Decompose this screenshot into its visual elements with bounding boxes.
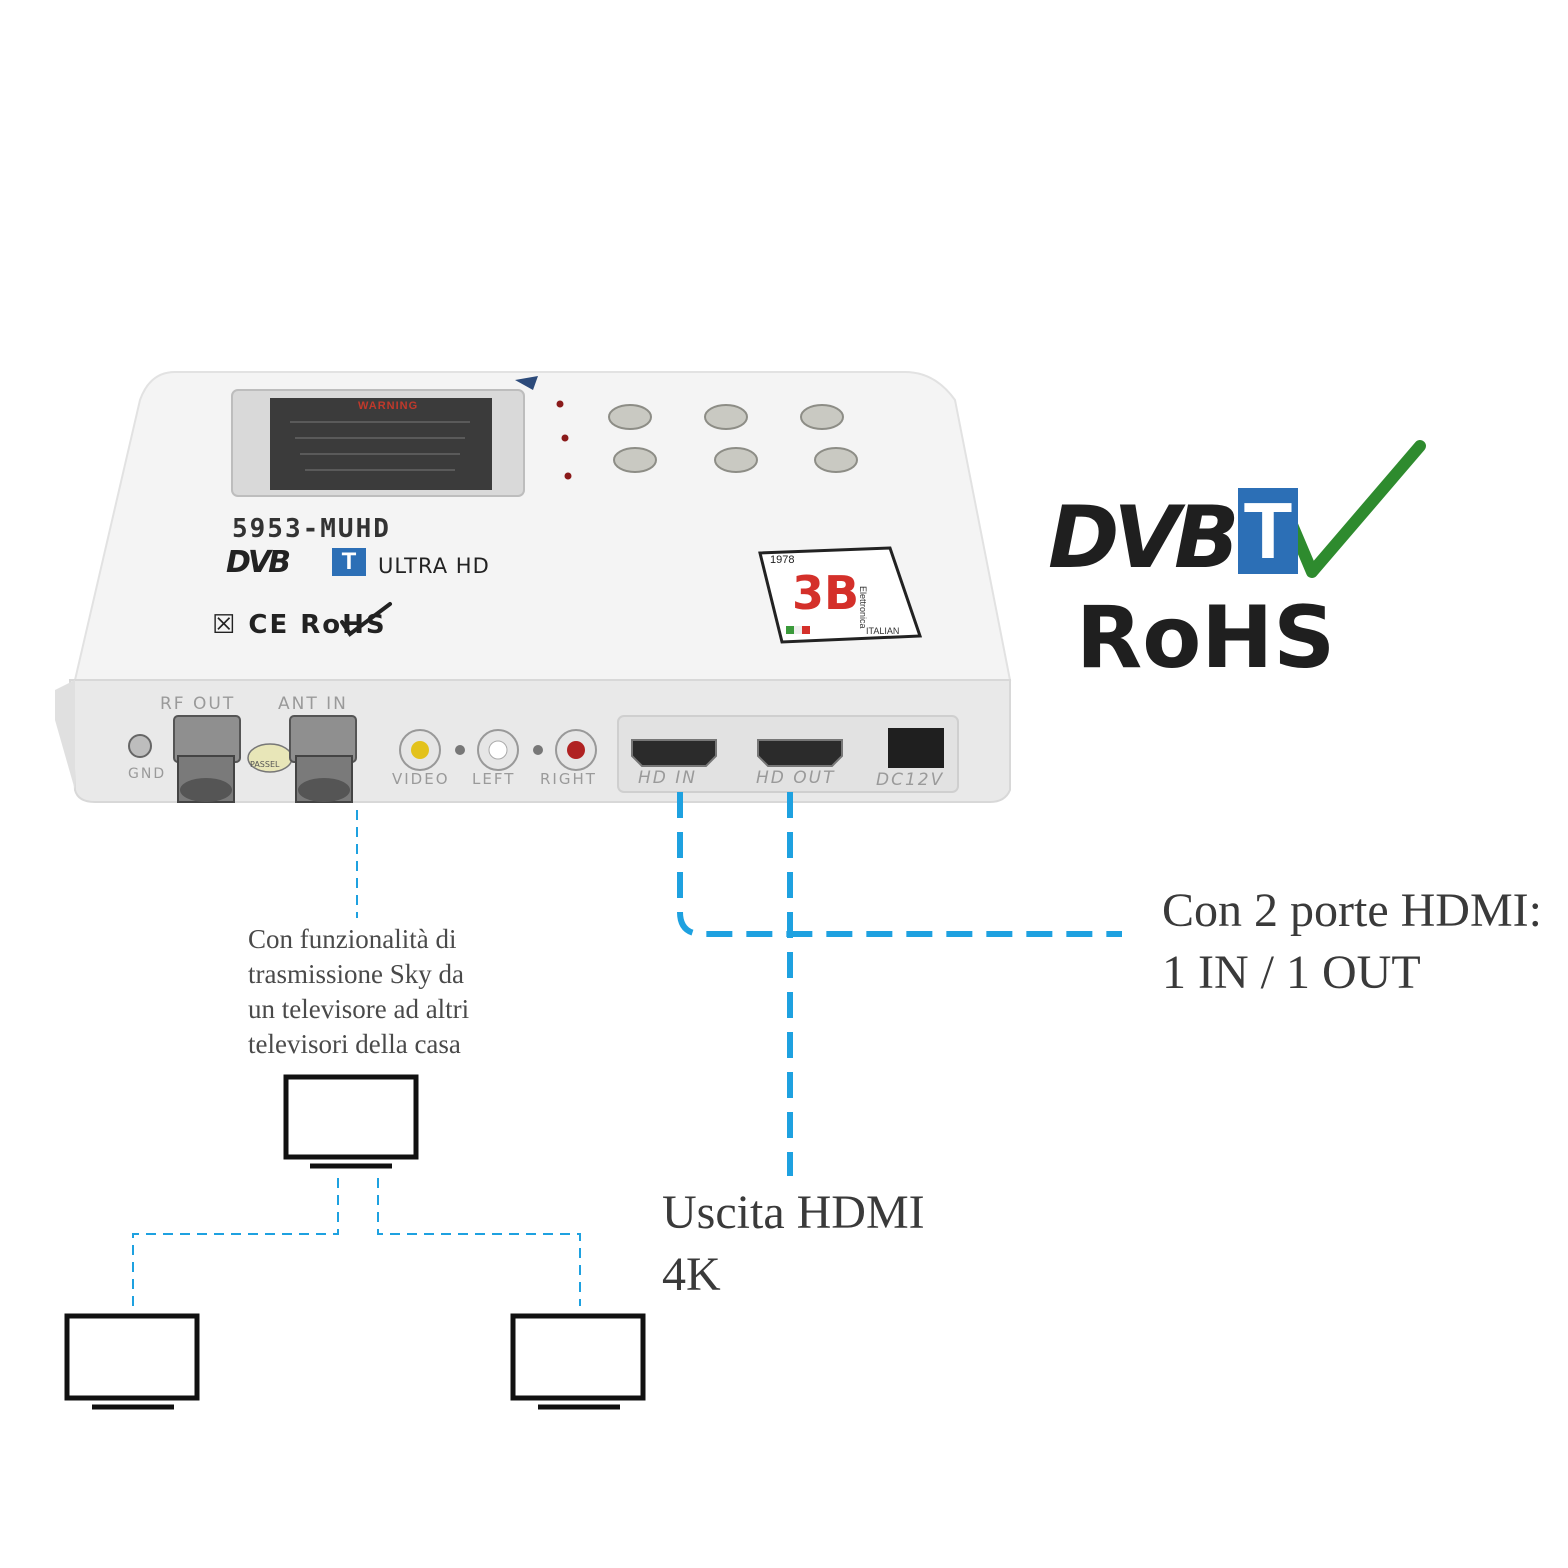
port-label-hd-out: HD OUT	[756, 768, 836, 788]
caption-line: Con 2 porte HDMI:	[1162, 884, 1542, 937]
port-label-hd-in: HD IN	[638, 768, 698, 788]
caption-line: Uscita HDMI	[662, 1186, 925, 1239]
port-label-passel: PASSEL	[250, 760, 280, 769]
caption-line: televisori della casa	[248, 1029, 461, 1059]
device-dvb-t-mark: T	[332, 548, 366, 576]
tv-link-left	[132, 1178, 339, 1306]
hdmi-in-port	[631, 739, 717, 767]
port-label-left: LEFT	[472, 770, 516, 788]
sky-distribution-caption: Con funzionalità di trasmissione Sky da …	[248, 922, 469, 1062]
ultra-hd-label: ULTRA HD	[378, 554, 490, 578]
port-label-right: RIGHT	[540, 770, 597, 788]
button-2	[704, 404, 748, 430]
rohs-logo-text: RoHS	[1076, 588, 1336, 688]
port-label-video: VIDEO	[392, 770, 450, 788]
tv-link-right	[377, 1178, 581, 1306]
led-2	[561, 434, 569, 442]
dc-power-jack	[888, 728, 944, 768]
port-label-rf-out: RF OUT	[160, 694, 236, 714]
port-label-gnd: GND	[128, 766, 167, 782]
caption-line: 4K	[662, 1248, 721, 1301]
caption-line: Con funzionalità di	[248, 924, 457, 954]
button-5	[714, 447, 758, 473]
model-number: 5953-MUHD	[232, 514, 391, 544]
dvb-t-logo: T	[1237, 488, 1299, 574]
brand-badge-frame	[758, 546, 923, 644]
port-label-ant-in: ANT IN	[278, 694, 348, 714]
tv-main-icon	[283, 1074, 419, 1169]
brand-badge-side-text: Elettronica	[858, 586, 868, 629]
hdmi-in-connection-line	[677, 792, 1122, 937]
control-buttons	[608, 404, 858, 473]
button-4	[613, 447, 657, 473]
rca-connectors	[399, 729, 597, 771]
screen-warning-text: WARNING	[358, 400, 419, 412]
tv-left-icon	[64, 1313, 200, 1410]
button-1	[608, 404, 652, 430]
device-dvb-mark: DVB	[226, 545, 291, 580]
brand-badge-origin: ITALIAN	[866, 626, 900, 636]
button-3	[800, 404, 844, 430]
brand-badge-year: 1978	[770, 554, 795, 566]
ant-in-connector	[289, 715, 357, 803]
hdmi-output-caption: Uscita HDMI 4K	[662, 1182, 925, 1306]
small-rohs-check-icon	[340, 602, 392, 637]
gnd-screw	[128, 734, 152, 758]
caption-line: un televisore ad altri	[248, 994, 470, 1024]
button-6	[814, 447, 858, 473]
hdmi-ports-caption: Con 2 porte HDMI: 1 IN / 1 OUT	[1162, 880, 1542, 1004]
caption-line: 1 IN / 1 OUT	[1162, 946, 1421, 999]
brand-badge-logo: 3B	[792, 566, 860, 620]
caption-line: trasmissione Sky da	[248, 959, 464, 989]
dvb-logo-text: DVB	[1048, 488, 1239, 588]
led-3	[564, 472, 572, 480]
rf-out-connector	[173, 715, 241, 803]
hdmi-out-port	[757, 739, 843, 767]
certification-marks: ☒ CE RoHS	[212, 610, 387, 640]
tv-right-icon	[510, 1313, 646, 1410]
port-label-dc: DC12V	[876, 770, 945, 790]
led-1	[556, 400, 564, 408]
lcd-screen	[270, 398, 492, 490]
